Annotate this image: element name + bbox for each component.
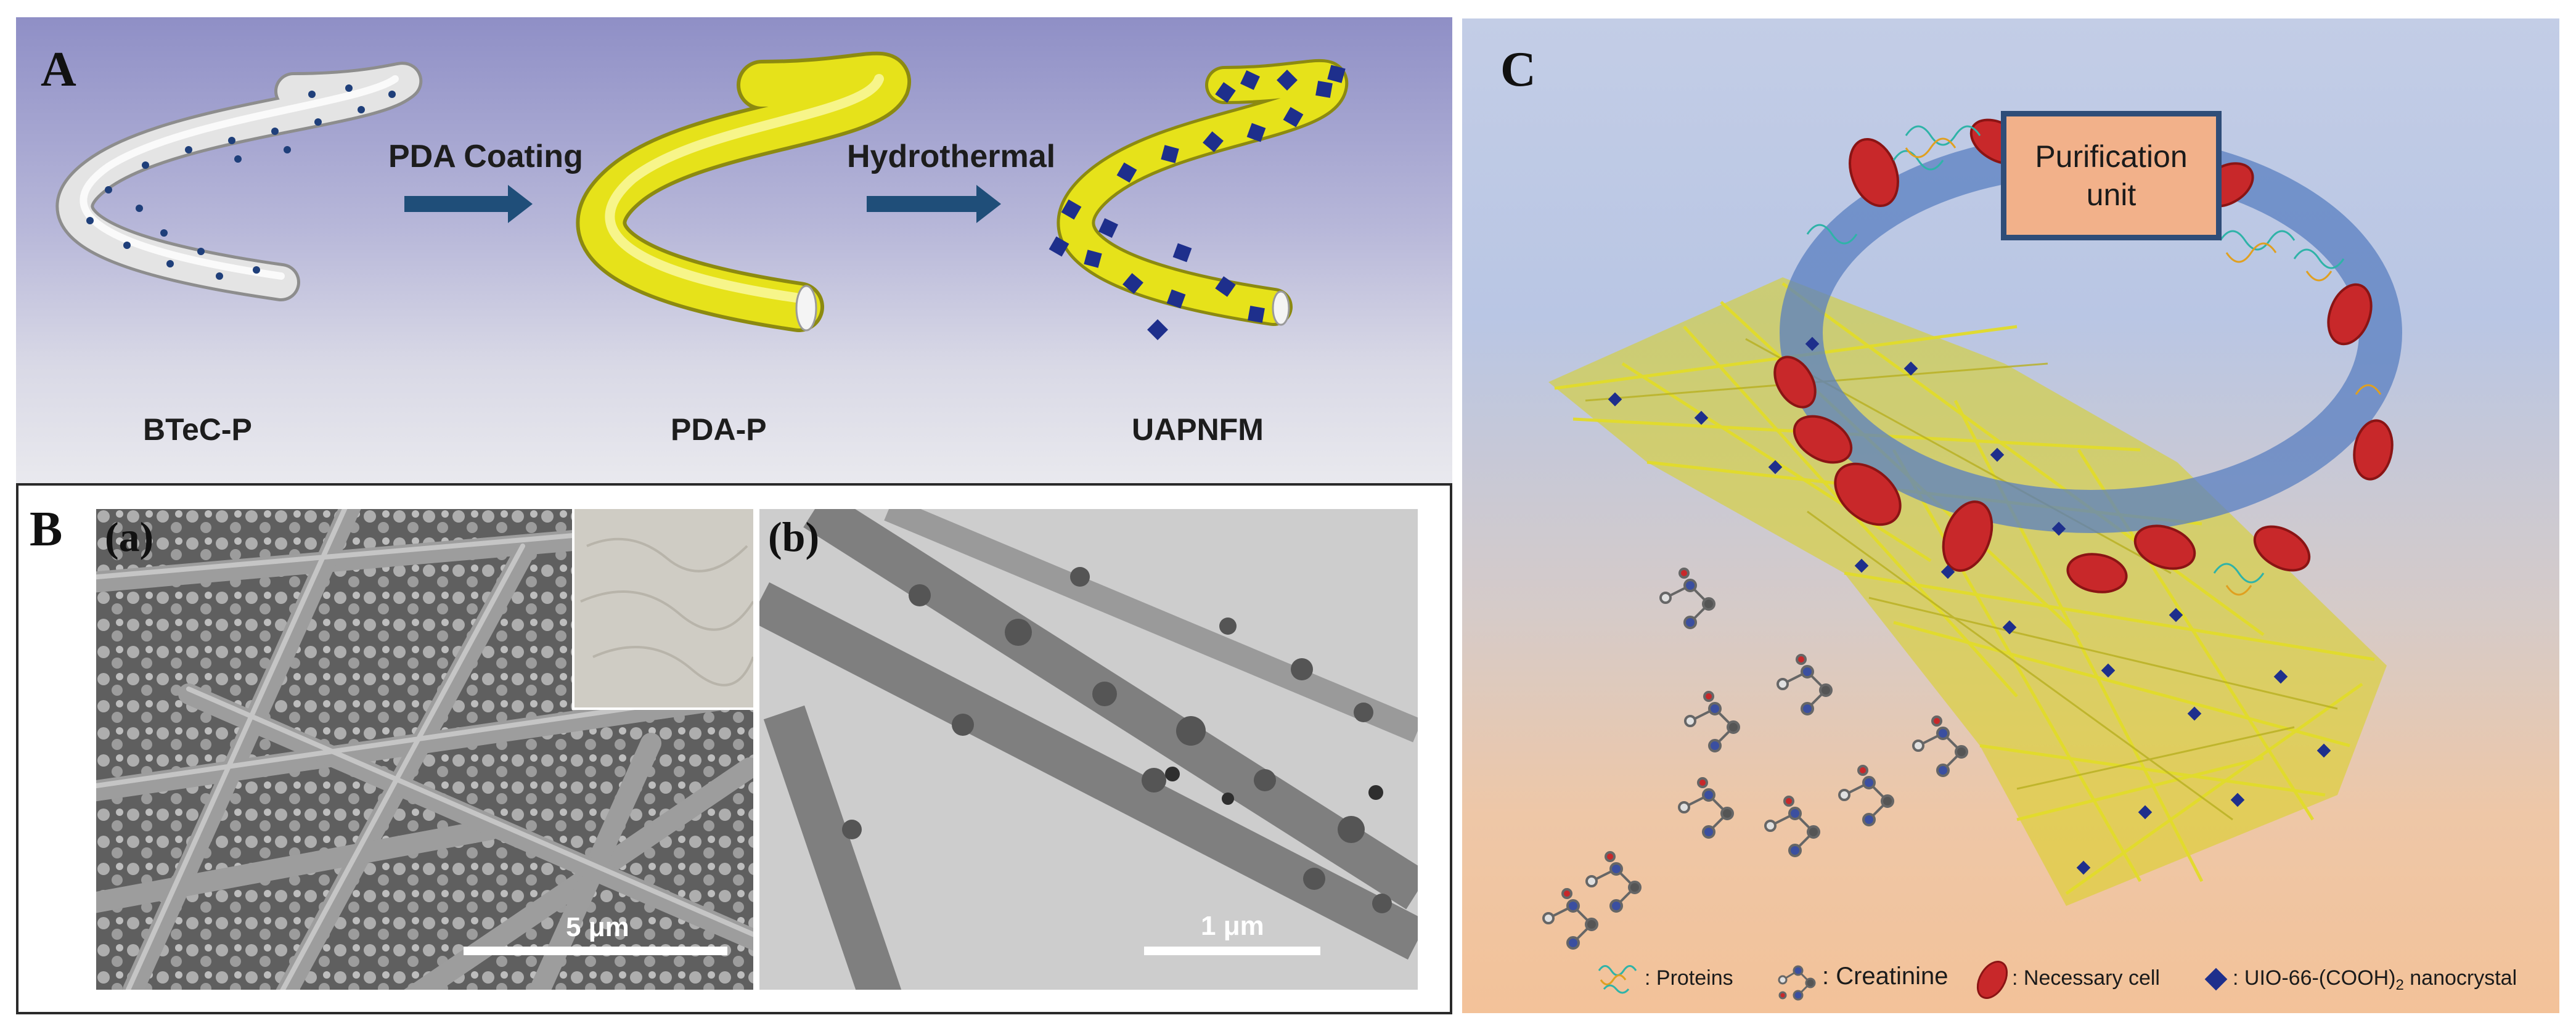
pda-p-fiber — [576, 51, 911, 332]
creatinine-molecules — [1542, 568, 1968, 950]
nanocrystals — [1608, 336, 2331, 875]
panel-b: B — [16, 483, 1452, 1014]
arrow-pda-coating — [404, 185, 533, 223]
sub-panel-a-label: (a) — [105, 513, 154, 560]
step-label-uapnfm: UAPNFM — [1132, 412, 1264, 447]
scale-bar-a — [464, 947, 727, 955]
scale-label-a: 5 μm — [566, 912, 629, 942]
sem-image: 5 μm — [96, 509, 753, 990]
arrow1-label: PDA Coating — [388, 139, 583, 174]
step-label-btec-p: BTeC-P — [143, 412, 252, 447]
step-label-pda-p: PDA-P — [671, 412, 767, 447]
panel-a: A — [16, 17, 1452, 483]
panel-c-letter: C — [1500, 43, 1536, 97]
legend-cell-label: : Necessary cell — [2012, 966, 2160, 990]
uapnfm-fiber — [1049, 59, 1349, 340]
arrow-hydrothermal — [867, 185, 1001, 223]
panel-b-letter: B — [30, 502, 63, 556]
panel-c: C — [1462, 18, 2559, 1013]
panel-a-letter: A — [41, 43, 76, 97]
legend-creatinine-icon — [1778, 965, 1816, 1001]
tem-image: 1 μm — [759, 509, 1418, 990]
purification-unit-box: Purification unit — [2001, 111, 2222, 240]
sem-inset-photo — [572, 509, 753, 710]
proteins — [1806, 125, 2382, 596]
scale-label-b: 1 μm — [1201, 911, 1264, 941]
arrow2-label: Hydrothermal — [847, 139, 1056, 174]
tem-fibers-graphic — [759, 509, 1418, 990]
sub-panel-b-label: (b) — [768, 513, 820, 560]
legend-proteins-label: : Proteins — [1645, 966, 1733, 990]
sem-fibers-graphic — [96, 509, 753, 990]
legend-cell-icon — [1976, 961, 2008, 999]
legend-crystal-label: : UIO-66-(COOH)2 nanocrystal — [2233, 966, 2517, 993]
btec-p-fiber — [55, 62, 423, 301]
scale-bar-b — [1144, 947, 1320, 955]
fiber-membrane — [1548, 277, 2387, 906]
inset-texture — [580, 537, 753, 687]
legend-proteins-icon — [1598, 965, 1637, 994]
legend-creatinine-label: : Creatinine — [1822, 963, 1948, 990]
panel-a-illustration — [55, 51, 1349, 340]
purification-unit-label: Purification unit — [2035, 139, 2188, 212]
legend-crystal-icon — [2204, 968, 2228, 991]
